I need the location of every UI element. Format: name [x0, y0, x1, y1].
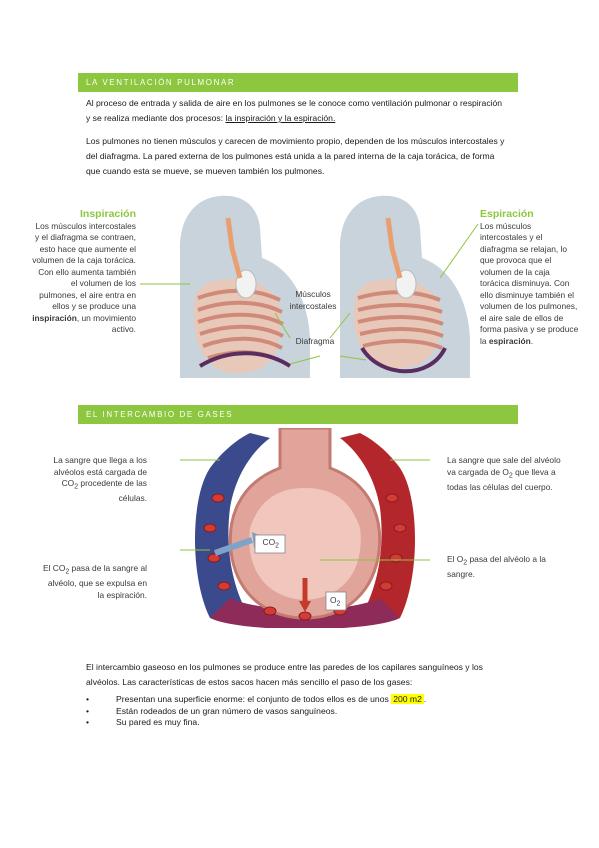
caption-sub: 2: [74, 483, 79, 491]
alveolus-illustration: [180, 428, 430, 628]
caption-text: procedente de las células.: [78, 478, 147, 504]
caption-sub: 2: [65, 568, 70, 576]
characteristics-list: • Presentan una superficie enorme: el co…: [86, 694, 506, 729]
caption-text: pasa de la sangre al alvéolo, que se exp…: [47, 563, 147, 600]
breathing-illustration: [140, 195, 479, 378]
caption-sub: 2: [463, 559, 468, 567]
torso-expiration: [340, 195, 470, 378]
caption-text: La sangre que llega a los alvéolos está …: [53, 455, 147, 488]
caption-co2-pasa: El CO2 pasa de la sangre al alvéolo, que…: [40, 563, 147, 601]
paragraph-text: Los pulmones no tienen músculos y carece…: [86, 136, 505, 176]
inspiration-end: , un movimiento activo.: [76, 312, 136, 335]
label-musculos-intercostales: Músculos intercostales: [289, 289, 337, 311]
expiration-bold: espiración: [488, 335, 531, 346]
paragraph-intro: Al proceso de entrada y salida de aire e…: [86, 96, 506, 126]
paragraph-text: El intercambio gaseoso en los pulmones s…: [86, 662, 483, 687]
section-header-ventilacion: LA VENTILACIÓN PULMONAR: [78, 73, 518, 92]
caption-inspiration: Inspiración Los músculos intercostales y…: [30, 208, 136, 336]
o2-box-label: O2: [330, 595, 346, 610]
caption-o2-pasa: El O2 pasa del alvéolo a la sangre.: [447, 554, 562, 581]
co2-box-label: CO2: [255, 537, 279, 552]
paragraph-text: Al proceso de entrada y salida de aire e…: [86, 98, 503, 123]
co2-label: CO: [262, 537, 276, 547]
co2-sub: 2: [275, 542, 279, 550]
paragraph-pulmones: Los pulmones no tienen músculos y carece…: [86, 134, 506, 179]
bullet: •: [86, 694, 90, 704]
inspiration-title: Inspiración: [79, 208, 136, 220]
caption-sangre-llega: La sangre que llega a los alvéolos está …: [40, 455, 147, 505]
caption-sangre-sale: La sangre que sale del alvéolo va cargad…: [447, 455, 562, 493]
caption-text: que lleva a todas las células del cuerpo…: [447, 466, 556, 492]
list-item-text: Presentan una superficie enorme: el conj…: [116, 694, 392, 704]
list-item-text: .: [423, 694, 427, 704]
expiration-text: Los músculos intercostales y el diafragm…: [480, 220, 579, 346]
underlined-processes: la inspiración y la espiración.: [225, 113, 336, 123]
list-item-text: Su pared es muy fina.: [116, 717, 200, 727]
highlighted-value: 200 m2: [391, 694, 424, 704]
torso-inspiration: [180, 195, 310, 378]
expiration-end: .: [530, 335, 534, 346]
caption-expiration: Espiración Los músculos intercostales y …: [480, 208, 580, 347]
label-diafragma: Diafragma: [295, 336, 335, 346]
expiration-title: Espiración: [480, 208, 534, 220]
inspiration-bold: inspiración: [32, 312, 77, 323]
bullet: •: [86, 717, 90, 727]
inspiration-text: Los músculos intercostales y el diafragm…: [32, 220, 136, 312]
caption-text: La sangre que sale del alvéolo va cargad…: [447, 455, 561, 477]
section-header-intercambio: EL INTERCAMBIO DE GASES: [78, 405, 518, 424]
caption-text: El O: [447, 554, 464, 564]
caption-text: pasa del alvéolo a la sangre.: [447, 554, 546, 580]
o2-label: O: [330, 595, 337, 605]
list-item: • Presentan una superficie enorme: el co…: [86, 694, 506, 706]
o2-sub: 2: [336, 600, 341, 608]
caption-text: El CO: [43, 563, 66, 573]
bullet: •: [86, 705, 90, 716]
list-item: • Están rodeados de un gran número de va…: [86, 706, 506, 718]
section-title: EL INTERCAMBIO DE GASES: [86, 410, 234, 419]
paragraph-intercambio: El intercambio gaseoso en los pulmones s…: [86, 660, 506, 690]
list-item-text: Están rodeados de un gran número de vaso…: [116, 705, 338, 716]
section-title: LA VENTILACIÓN PULMONAR: [86, 78, 236, 87]
list-item: • Su pared es muy fina.: [86, 717, 506, 729]
caption-sub: 2: [508, 472, 513, 480]
